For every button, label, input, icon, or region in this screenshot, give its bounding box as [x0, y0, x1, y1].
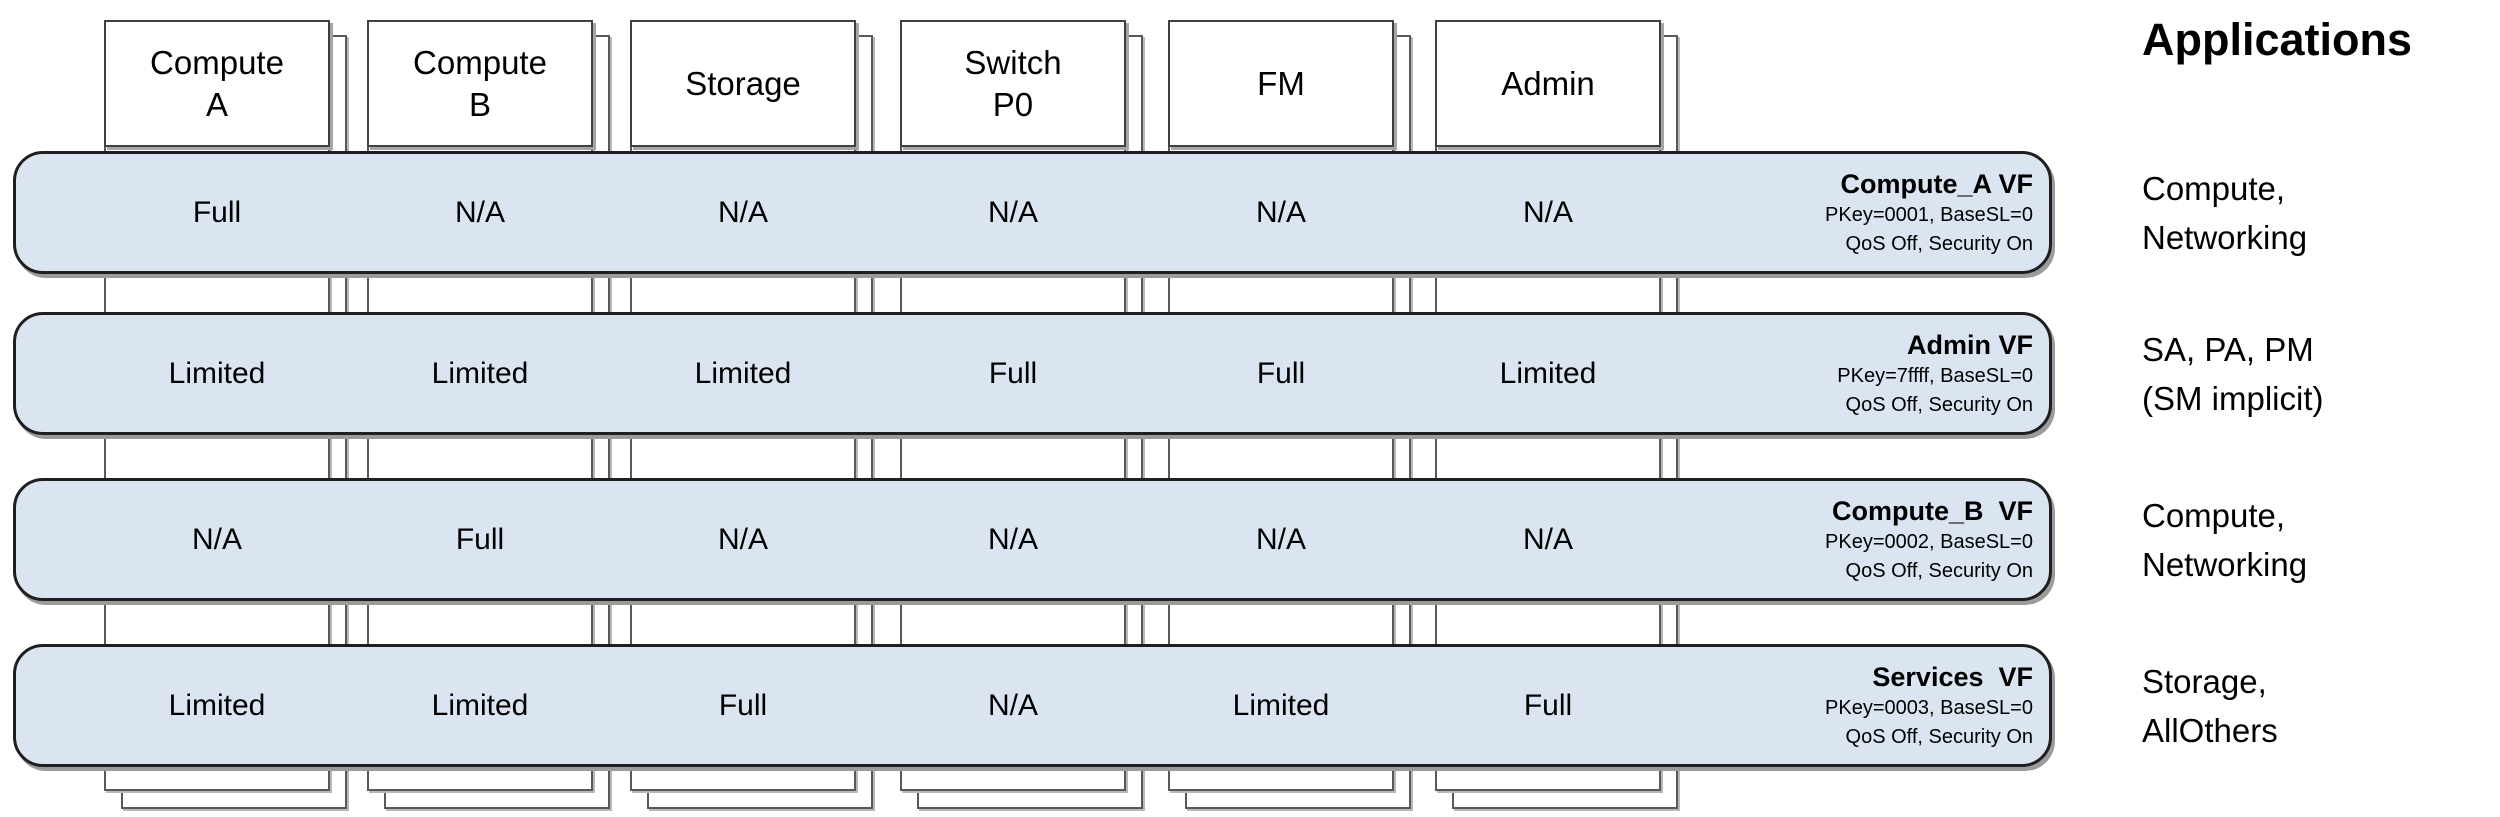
app-entry-admin: SA, PA, PM (SM implicit)	[2142, 330, 2324, 417]
membership-cell: Limited	[1499, 356, 1597, 390]
node-header-label: Compute B	[413, 44, 547, 123]
app-entry-compute-a: Compute, Networking	[2142, 169, 2308, 256]
vf-name: Services VF	[1872, 661, 2033, 692]
node-header-label: Storage	[685, 64, 801, 102]
membership-cell: Full	[455, 522, 505, 556]
node-header-label: FM	[1257, 64, 1305, 102]
vf-pkey: PKey=0003, BaseSL=0	[1825, 696, 2033, 719]
membership-cell: N/A	[1522, 522, 1573, 556]
node-header-label: Compute A	[150, 44, 284, 123]
membership-cell: N/A	[191, 522, 242, 556]
node-header-switch-p0: Switch P0	[900, 20, 1126, 147]
membership-cell: N/A	[1255, 522, 1306, 556]
node-header-admin: Admin	[1435, 20, 1661, 147]
membership-cell: Limited	[168, 688, 266, 722]
vf-pkey: PKey=7ffff, BaseSL=0	[1837, 364, 2033, 387]
node-header-fm: FM	[1168, 20, 1394, 147]
membership-cell: Full	[1523, 688, 1573, 722]
membership-cell: Full	[718, 688, 768, 722]
membership-cell: Full	[988, 356, 1038, 390]
node-header-compute-b: Compute B	[367, 20, 593, 147]
membership-cell: Limited	[168, 356, 266, 390]
vf-pkey: PKey=0002, BaseSL=0	[1825, 530, 2033, 553]
membership-cell: Limited	[431, 356, 529, 390]
membership-cell: Full	[192, 195, 242, 229]
vf-label: Services VF PKey=0003, BaseSL=0 QoS Off,…	[1825, 647, 2033, 764]
vf-qos: QoS Off, Security On	[1845, 725, 2033, 748]
membership-cell: Limited	[431, 688, 529, 722]
membership-cell: N/A	[717, 522, 768, 556]
vf-name: Admin VF	[1907, 329, 2033, 360]
vf-label: Compute_A VF PKey=0001, BaseSL=0 QoS Off…	[1825, 154, 2033, 271]
vf-name: Compute_A VF	[1840, 168, 2033, 199]
membership-cell: Limited	[694, 356, 792, 390]
membership-cell: N/A	[987, 688, 1038, 722]
vf-qos: QoS Off, Security On	[1845, 393, 2033, 416]
vf-pkey: PKey=0001, BaseSL=0	[1825, 203, 2033, 226]
membership-cell: N/A	[987, 522, 1038, 556]
vf-banner-compute-a: Full N/A N/A N/A N/A N/A Compute_A VF PK…	[13, 151, 2052, 274]
membership-cell: N/A	[1522, 195, 1573, 229]
applications-heading: Applications	[2142, 14, 2413, 65]
app-entry-compute-b: Compute, Networking	[2142, 496, 2308, 583]
membership-cell: N/A	[454, 195, 505, 229]
app-entry-services: Storage, AllOthers	[2142, 662, 2278, 749]
membership-cell: N/A	[717, 195, 768, 229]
node-header-storage: Storage	[630, 20, 856, 147]
node-header-compute-a: Compute A	[104, 20, 330, 147]
vf-qos: QoS Off, Security On	[1845, 232, 2033, 255]
node-header-label: Switch P0	[964, 44, 1062, 123]
vf-banner-admin: Limited Limited Limited Full Full Limite…	[13, 312, 2052, 435]
membership-cell: N/A	[987, 195, 1038, 229]
membership-cell: Limited	[1232, 688, 1330, 722]
vf-qos: QoS Off, Security On	[1845, 559, 2033, 582]
vf-banner-compute-b: N/A Full N/A N/A N/A N/A Compute_B VF PK…	[13, 478, 2052, 601]
vf-name: Compute_B VF	[1831, 495, 2033, 526]
vf-label: Admin VF PKey=7ffff, BaseSL=0 QoS Off, S…	[1837, 315, 2033, 432]
membership-cell: Full	[1256, 356, 1306, 390]
node-header-label: Admin	[1501, 64, 1595, 102]
vf-banner-services: Limited Limited Full N/A Limited Full Se…	[13, 644, 2052, 767]
vf-label: Compute_B VF PKey=0002, BaseSL=0 QoS Off…	[1825, 481, 2033, 598]
membership-cell: N/A	[1255, 195, 1306, 229]
